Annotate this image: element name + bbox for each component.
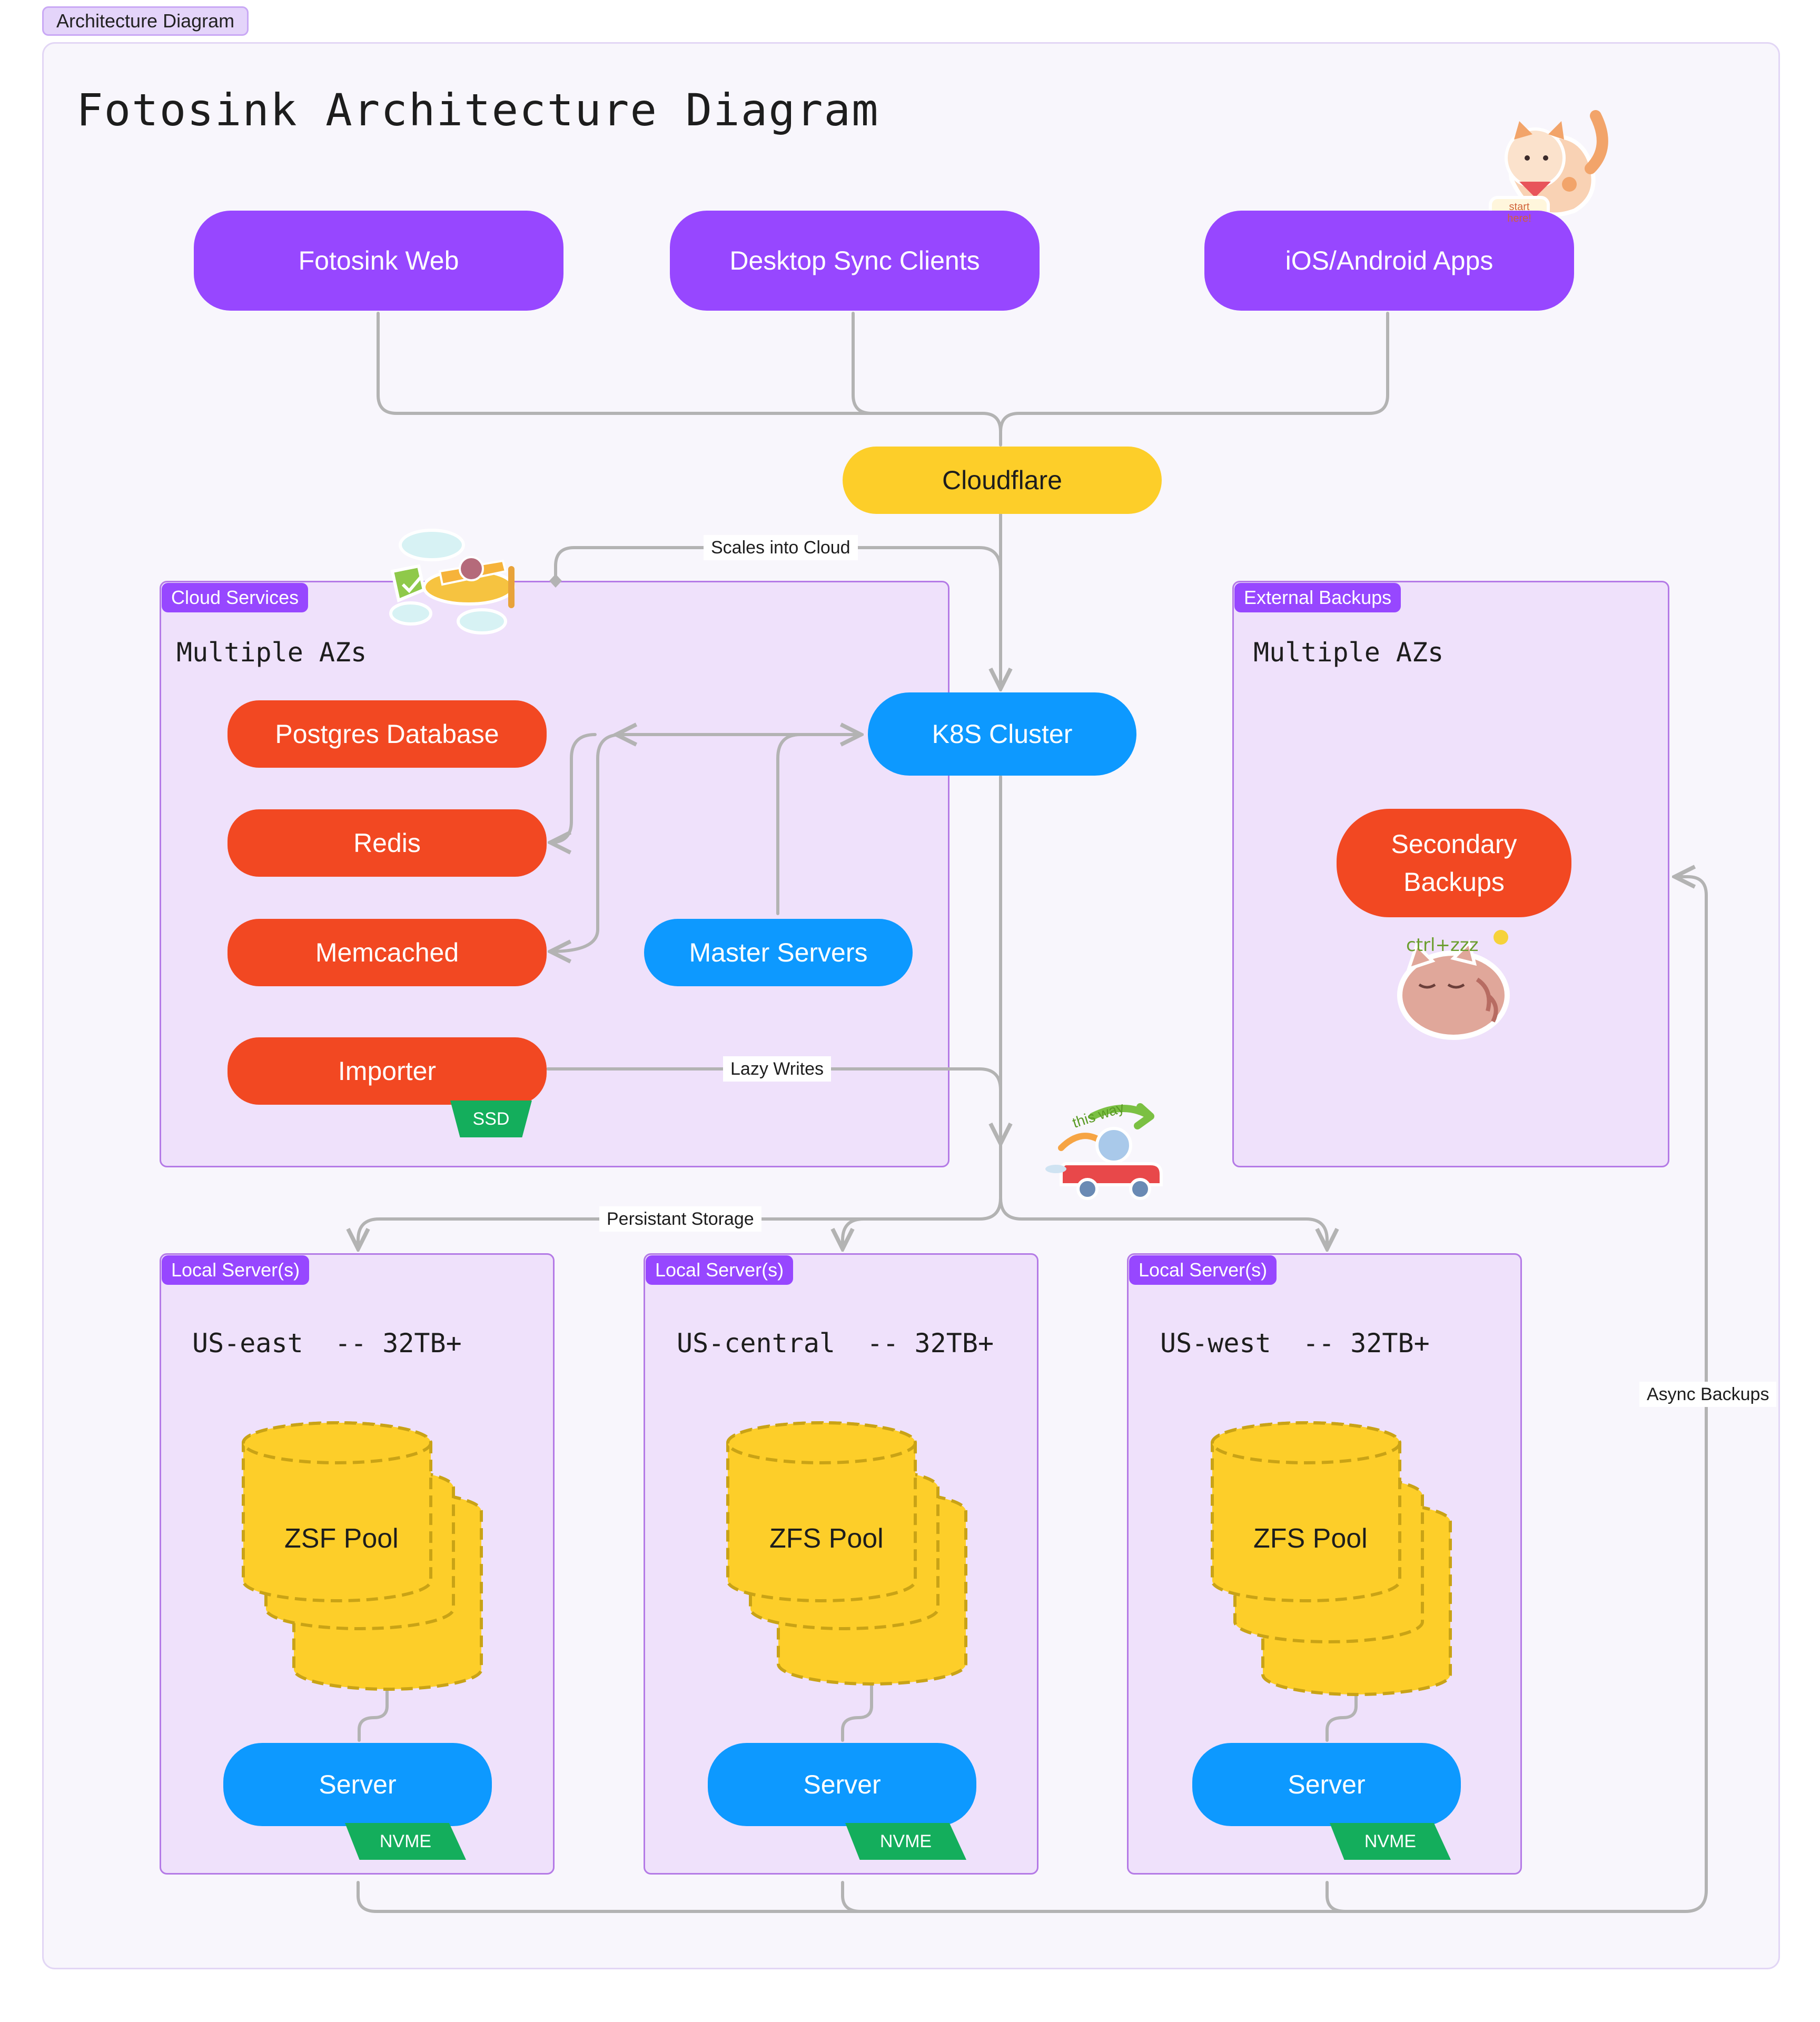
scales-into-cloud-label: Scales into Cloud — [704, 535, 858, 560]
edge-scales-diamond — [549, 574, 562, 588]
k8s-cluster-node[interactable]: K8S Cluster — [868, 692, 1136, 776]
external-backups-subtitle: Multiple AZs — [1253, 637, 1444, 668]
local-server-tag-west: Local Server(s) — [1129, 1255, 1277, 1285]
mobile-apps-node[interactable]: iOS/Android Apps — [1204, 211, 1574, 311]
zfs-pool-stack-west — [1211, 1421, 1452, 1696]
pool-label-central: ZFS Pool — [769, 1523, 884, 1554]
edge-central-backup — [841, 1881, 863, 1913]
desktop-sync-clients-node[interactable]: Desktop Sync Clients — [670, 211, 1040, 311]
region-label-east: US-east -- 32TB+ — [192, 1328, 462, 1359]
region-label-central: US-central -- 32TB+ — [677, 1328, 994, 1359]
start-cat-sticker — [1505, 110, 1608, 217]
master-servers-node[interactable]: Master Servers — [644, 919, 913, 986]
lazy-writes-label: Lazy Writes — [723, 1056, 831, 1082]
cloud-services-tag: Cloud Services — [162, 583, 309, 612]
server-node-west[interactable]: Server — [1192, 1743, 1461, 1826]
redis-node[interactable]: Redis — [228, 809, 547, 877]
nvme-tag-central: NVME — [845, 1823, 966, 1860]
edge-pool-server-west — [1326, 1694, 1358, 1742]
car-sticker — [1045, 1103, 1163, 1200]
zfs-pool-stack-central — [726, 1421, 967, 1686]
frame-label[interactable]: Architecture Diagram — [42, 6, 249, 36]
start-here-text: start here! — [1507, 201, 1531, 224]
edge-async-backups — [357, 877, 1708, 1913]
memcached-node[interactable]: Memcached — [228, 919, 547, 986]
async-backups-label: Async Backups — [1639, 1382, 1777, 1407]
edge-master-k8s — [776, 733, 802, 915]
zfs-pool-stack-east — [242, 1421, 483, 1691]
fotosink-web-node[interactable]: Fotosink Web — [194, 211, 563, 311]
edge-desktop-cloudflare — [852, 312, 873, 415]
nvme-tag-west: NVME — [1330, 1823, 1451, 1860]
edge-mobile-cloudflare — [999, 312, 1389, 433]
edge-storage-east — [358, 1142, 1002, 1249]
server-node-central[interactable]: Server — [708, 1743, 976, 1826]
edge-k8s-memcached — [550, 733, 623, 951]
pool-label-west: ZFS Pool — [1253, 1523, 1368, 1554]
importer-node[interactable]: Importer — [228, 1037, 547, 1105]
secondary-backups-node[interactable]: Secondary Backups — [1337, 809, 1571, 917]
nvme-tag-east: NVME — [345, 1823, 466, 1860]
pool-label-east: ZSF Pool — [284, 1523, 399, 1554]
local-server-tag-central: Local Server(s) — [646, 1255, 794, 1285]
edge-storage-central — [843, 1217, 865, 1249]
external-backups-tag: External Backups — [1234, 583, 1401, 612]
sleeping-cat-sticker — [1397, 930, 1510, 1040]
edge-pool-server-east — [358, 1683, 389, 1742]
edge-west-backup — [1326, 1881, 1347, 1913]
edge-storage-west — [999, 1196, 1327, 1249]
edge-web-cloudflare — [377, 312, 1002, 447]
persistant-storage-label: Persistant Storage — [599, 1206, 761, 1232]
cloudflare-node[interactable]: Cloudflare — [843, 447, 1162, 514]
ctrl-zzz-sticker-text: ctrl+zzz — [1406, 935, 1479, 956]
local-server-tag-east: Local Server(s) — [162, 1255, 310, 1285]
server-node-east[interactable]: Server — [223, 1743, 492, 1826]
region-label-west: US-west -- 32TB+ — [1160, 1328, 1430, 1359]
edge-pool-server-central — [841, 1678, 873, 1742]
diagram-title: Fotosink Architecture Diagram — [76, 84, 879, 136]
plane-sticker — [389, 529, 515, 635]
cloud-services-subtitle: Multiple AZs — [176, 637, 367, 668]
ssd-tag: SSD — [450, 1101, 532, 1137]
edge-lazy-writes — [546, 1067, 1002, 1145]
edge-k8s-redis — [550, 733, 597, 843]
postgres-node[interactable]: Postgres Database — [228, 700, 547, 768]
